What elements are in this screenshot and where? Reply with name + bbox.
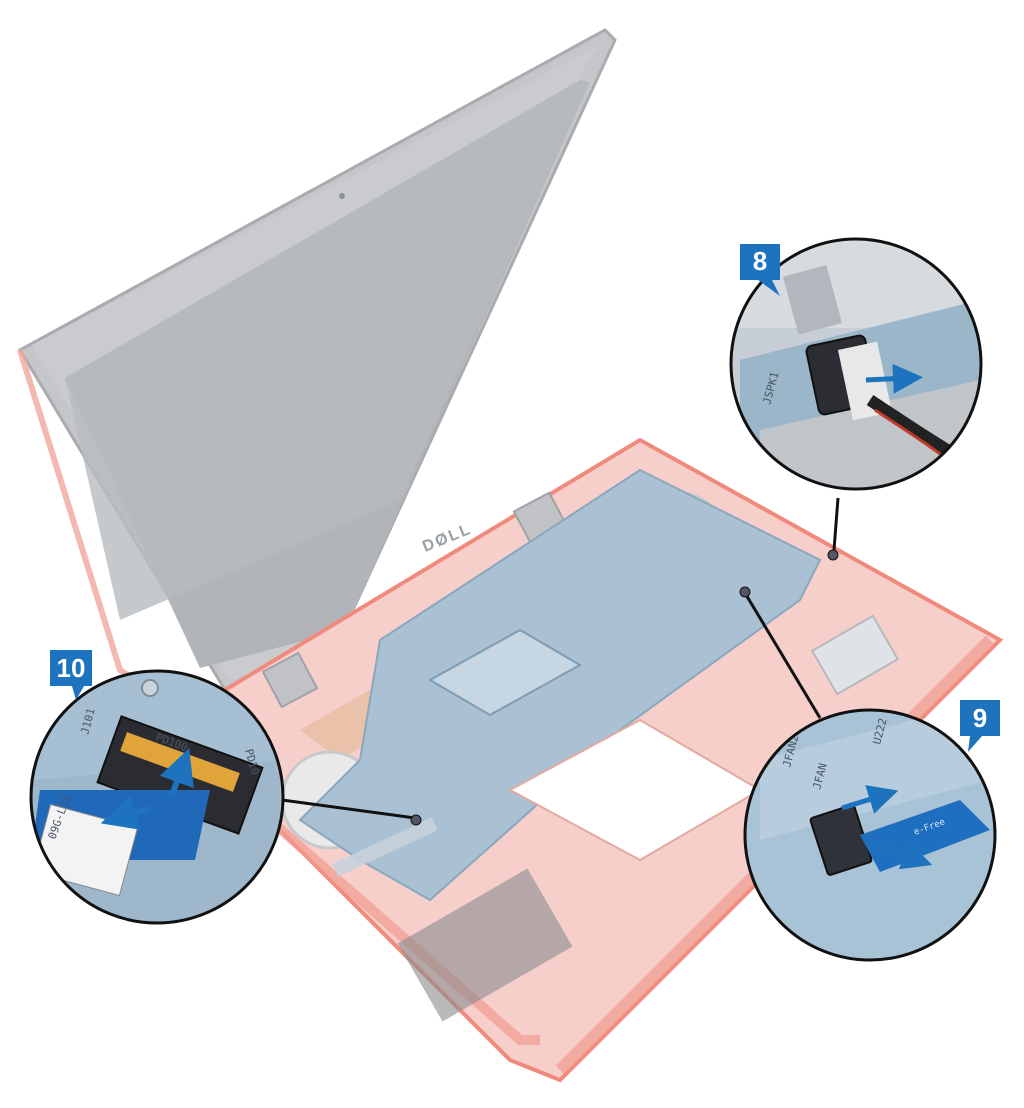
keyboard-connector-spot	[411, 815, 421, 825]
step-badge-10-number: 10	[57, 653, 86, 683]
webcam-dot	[339, 193, 345, 199]
fan-connector-spot	[740, 587, 750, 597]
step-badge-9-number: 9	[973, 703, 987, 733]
step-badge-9: 9	[960, 700, 1000, 752]
leader-line-8	[834, 498, 838, 550]
speaker-connector-spot	[828, 550, 838, 560]
step-badge-8-number: 8	[753, 246, 767, 276]
